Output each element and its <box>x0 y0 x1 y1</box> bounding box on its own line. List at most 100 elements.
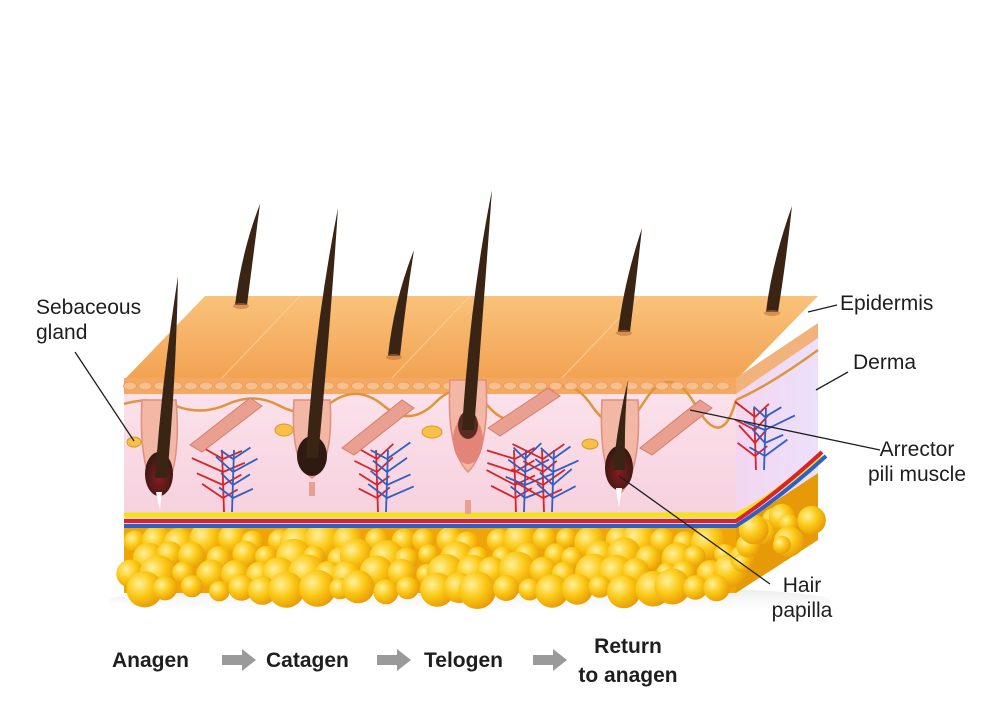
label-line: gland <box>36 321 88 344</box>
capillary-branch <box>534 445 579 513</box>
fat-cell <box>738 514 769 545</box>
fat-cell <box>458 571 496 609</box>
epidermal-cell <box>715 381 730 391</box>
epidermal-cell <box>351 381 365 391</box>
fat-cell <box>209 580 230 602</box>
capillary-branch <box>367 441 415 513</box>
label-sebaceous-gland: Sebaceous gland <box>36 295 141 345</box>
fat-cell <box>535 574 569 608</box>
capillary-branch <box>215 446 258 513</box>
epidermal-cell <box>563 381 578 391</box>
artery <box>124 450 824 523</box>
stage-telogen: Telogen <box>424 646 503 675</box>
epidermal-cell <box>533 381 548 391</box>
fat-cell <box>299 569 336 607</box>
fat-cell <box>772 535 792 555</box>
epidermal-cell <box>259 381 274 391</box>
fat-cell <box>683 575 708 600</box>
arrow-icon <box>222 649 256 671</box>
label-arrector-pili-muscle: Arrector pili muscle <box>852 437 982 487</box>
fat-cell <box>153 576 177 601</box>
fat-cell <box>268 571 305 608</box>
epidermal-cell <box>123 381 137 391</box>
leader-lines <box>74 304 881 585</box>
stage-anagen: Anagen <box>112 646 189 675</box>
epidermal-cell <box>427 381 441 391</box>
hair-roots <box>233 303 780 360</box>
epidermal-cell <box>639 381 654 391</box>
epidermal-cell <box>685 381 700 391</box>
arrow-icon <box>377 649 411 671</box>
label-line: pili muscle <box>867 463 967 486</box>
hair-shafts <box>155 190 792 478</box>
epidermal-cell <box>183 381 198 391</box>
fat-cell <box>493 575 520 601</box>
epidermal-cell <box>199 381 213 391</box>
fat-cell <box>561 573 593 605</box>
stage-line: Catagen <box>266 649 349 672</box>
epidermal-cell <box>518 381 533 391</box>
epidermal-cell <box>700 381 715 391</box>
fat-cell <box>126 571 163 608</box>
epidermal-cell <box>594 381 609 391</box>
fat-cell <box>684 545 706 567</box>
derma-layer <box>124 380 736 527</box>
fat-cell <box>703 575 730 602</box>
epidermal-cell <box>609 381 624 391</box>
epidermal-cell <box>396 381 411 391</box>
stage-line: to anagen <box>578 664 678 687</box>
fat-cells <box>116 503 826 609</box>
fat-cell <box>797 505 826 535</box>
epidermal-cell <box>655 381 669 391</box>
fat-cell <box>607 574 641 609</box>
label-line: Sebaceous <box>36 296 142 319</box>
epidermal-cell <box>214 381 229 391</box>
fat-cell <box>247 576 277 605</box>
label-line: papilla <box>771 599 833 622</box>
epidermal-cell <box>579 381 593 391</box>
epidermal-cell <box>335 381 350 391</box>
fat-cell <box>556 528 577 549</box>
epidermal-cell <box>670 381 685 391</box>
fat-cell <box>518 578 541 601</box>
fat-cell <box>228 574 255 601</box>
fat-cell <box>373 579 399 605</box>
cycle-arrows <box>222 649 567 671</box>
capillary-branch <box>734 401 770 471</box>
epidermal-cell <box>548 381 563 391</box>
stage-line: Anagen <box>112 649 190 672</box>
fat-cell <box>588 575 612 598</box>
fat-cell <box>180 575 203 598</box>
arrow-icon <box>533 649 567 671</box>
fat-cell <box>396 576 419 600</box>
fat-cell <box>654 568 691 605</box>
epidermal-cell <box>503 381 517 391</box>
stage-catagen: Catagen <box>266 646 349 675</box>
epidermal-cell <box>411 381 426 391</box>
label-derma: Derma <box>853 351 917 374</box>
epidermal-cell <box>366 381 381 391</box>
stage-line: Return <box>594 635 662 658</box>
epidermis-side-band <box>736 323 818 394</box>
vein <box>124 454 828 528</box>
sebaceous-glands <box>126 423 599 450</box>
stage-return-to-anagen: Return to anagen <box>566 632 690 690</box>
epidermal-cell <box>290 381 305 391</box>
epidermal-cell <box>381 381 396 391</box>
label-line: Arrector <box>879 438 955 461</box>
label-epidermis: Epidermis <box>840 292 934 315</box>
label-line: Hair <box>782 574 822 597</box>
epidermal-cell <box>275 381 289 391</box>
arrector-pili-muscles <box>189 387 713 456</box>
capillary-networks <box>191 401 796 513</box>
label-hair-papilla: Hair papilla <box>754 573 850 623</box>
epidermal-cell <box>138 381 153 391</box>
capillary-branch <box>743 405 796 471</box>
stage-line: Telogen <box>424 649 503 672</box>
epidermal-cell <box>229 381 244 391</box>
epidermal-cell <box>624 381 639 391</box>
epidermal-cell <box>487 381 502 391</box>
epidermal-cell <box>244 381 259 391</box>
